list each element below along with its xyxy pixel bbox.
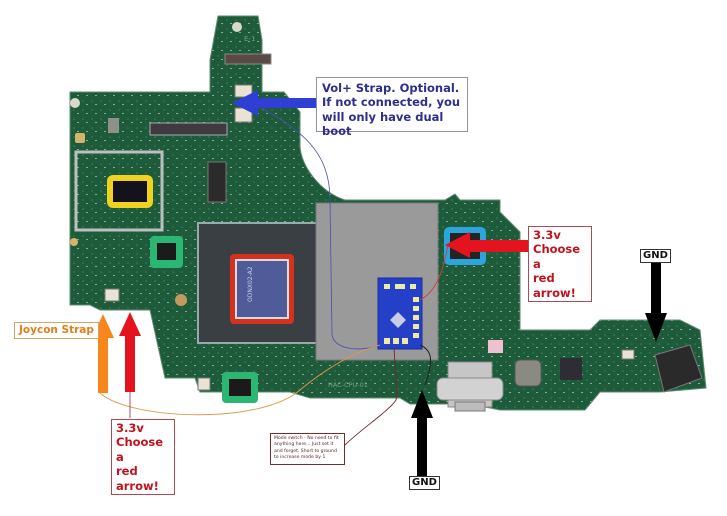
power-right-line1: 3.3v	[533, 228, 561, 242]
vol-strap-line1: Vol+ Strap. Optional.	[322, 81, 460, 95]
cpu-marking: HAC-CPU-01	[328, 381, 368, 389]
antenna-pad	[75, 133, 85, 143]
gnd-label-right: GND	[640, 249, 671, 263]
black-arrow-right	[645, 262, 667, 342]
inductor	[514, 359, 542, 387]
battery-connector	[654, 344, 703, 393]
vol-strap-wire	[257, 105, 381, 350]
mode-switch-callout: Mode switch - No need to fit anything he…	[270, 433, 345, 465]
small-connector-left	[197, 377, 211, 391]
power-right-wire	[419, 244, 449, 301]
modchip	[377, 277, 423, 350]
pink-component	[488, 340, 503, 353]
black-arrow-bottom	[411, 390, 433, 476]
fpc-connector	[149, 122, 228, 136]
power-right-line2: Choose a	[533, 242, 581, 271]
power-right-line3: red arrow!	[533, 271, 576, 300]
chip-green-top	[157, 243, 176, 260]
antenna-pad-2	[70, 238, 78, 246]
red-arrow-left	[119, 312, 141, 392]
power-callout-right: 3.3v Choose a red arrow!	[528, 226, 592, 302]
blue-arrow	[232, 90, 318, 116]
joycon-connector	[104, 288, 120, 302]
small-connector	[621, 349, 635, 360]
chip-green-bottom	[229, 379, 251, 396]
usb-c-port	[436, 361, 504, 412]
soc-marking: ODNX02-A2	[247, 266, 254, 302]
board-to-board-connector	[224, 53, 272, 65]
power-left-line2: Choose a	[116, 435, 164, 464]
top-connector-region: E-1	[70, 22, 272, 123]
soc-chip	[235, 259, 289, 319]
vol-strap-line3: will only have dual boot	[322, 109, 444, 139]
vol-strap-line2: If not connected, you	[322, 95, 461, 110]
vol-strap-connector	[234, 84, 253, 98]
vol-strap-callout: Vol+ Strap. Optional. If not connected, …	[316, 77, 468, 138]
connector-tag: E-1	[244, 35, 255, 43]
joycon-strap-callout: Joycon Strap	[14, 322, 99, 340]
component	[108, 118, 119, 133]
red-arrow-right	[445, 232, 530, 258]
ic-chip	[560, 358, 582, 380]
gnd-label-bottom: GND	[409, 476, 440, 490]
chip-emmc	[113, 181, 147, 202]
vertical-connector	[207, 161, 227, 203]
mode-switch-wire	[344, 347, 398, 446]
mounting-hole	[175, 294, 187, 306]
gnd-wire	[419, 344, 432, 386]
shield-frame	[74, 150, 164, 232]
power-left-line1: 3.3v	[116, 421, 144, 435]
power-left-line3: red arrow!	[116, 464, 159, 493]
power-callout-left: 3.3v Choose a red arrow!	[111, 419, 175, 495]
joycon-wire	[99, 344, 381, 416]
